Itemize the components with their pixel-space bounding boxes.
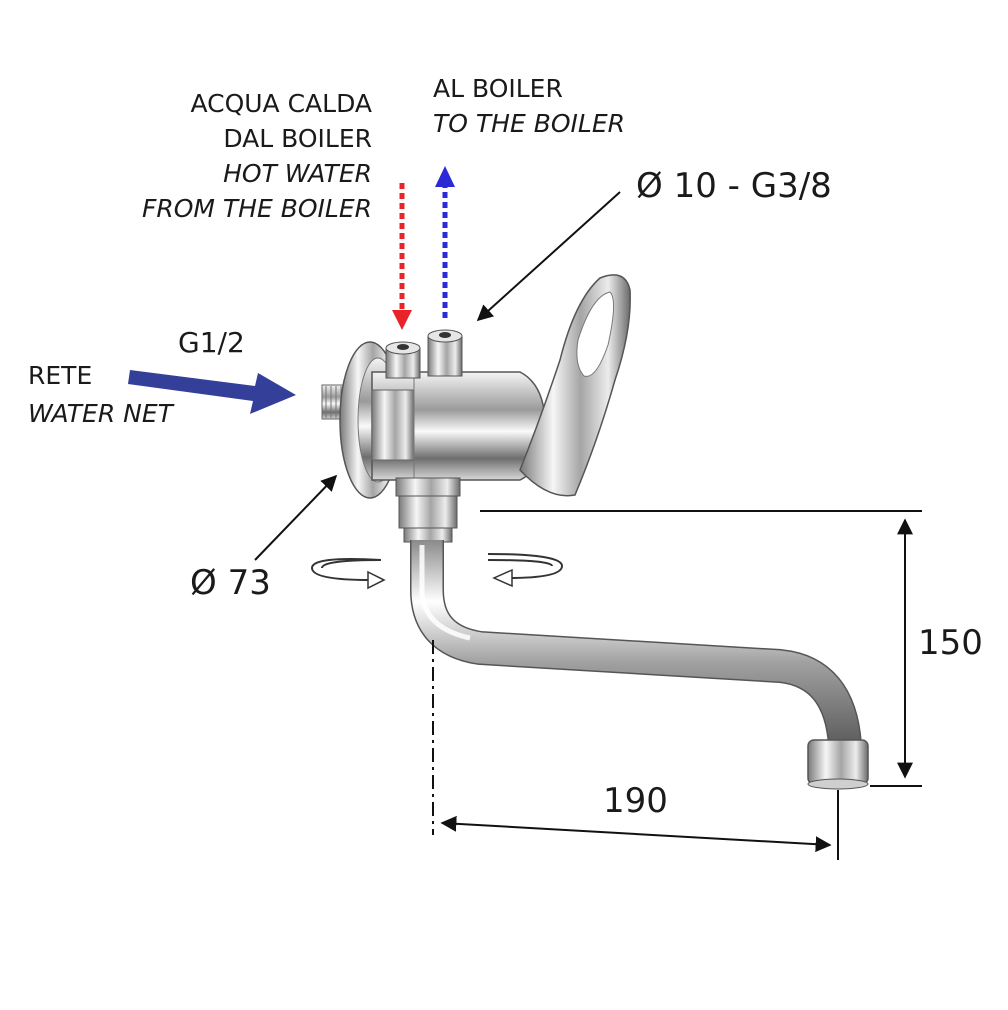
to-boiler-label-it: AL BOILER xyxy=(433,74,563,103)
swivel-nut xyxy=(395,477,461,497)
water-net-arrow xyxy=(128,370,296,414)
flange-diameter-label: Ø 73 xyxy=(190,563,271,603)
water-net-label-it: RETE xyxy=(28,361,92,390)
rotation-arrow-left xyxy=(310,558,386,590)
connector-leader-arrow xyxy=(476,191,621,322)
hot-water-arrow xyxy=(392,183,412,330)
rotation-arrow-right xyxy=(487,553,564,588)
hot-water-label-en-2: FROM THE BOILER xyxy=(142,194,372,223)
boiler-connector xyxy=(427,329,463,377)
to-boiler-label-en: TO THE BOILER xyxy=(433,109,625,138)
hot-water-label-it-2: DAL BOILER xyxy=(223,124,372,153)
spout-pipe xyxy=(411,540,861,747)
aerator xyxy=(807,739,869,785)
height-dimension xyxy=(480,510,922,787)
water-net-label-en: WATER NET xyxy=(28,399,175,428)
flange-leader-arrow xyxy=(254,474,338,561)
reach-dimension xyxy=(432,640,839,860)
hot-water-label-en-1: HOT WATER xyxy=(223,159,372,188)
hot-connector xyxy=(385,341,421,379)
hot-water-label: ACQUA CALDA DAL BOILER HOT WATER FROM TH… xyxy=(142,89,372,223)
to-boiler-arrow xyxy=(435,166,455,318)
hot-water-label-it-1: ACQUA CALDA xyxy=(190,89,372,118)
height-dimension-label: 150 xyxy=(918,623,983,663)
reach-dimension-label: 190 xyxy=(603,781,668,821)
faucet-illustration xyxy=(321,274,869,790)
connector-size-label: Ø 10 - G3/8 xyxy=(636,166,832,206)
inlet-thread-label: G1/2 xyxy=(178,326,245,359)
to-boiler-label: AL BOILER TO THE BOILER xyxy=(433,74,625,138)
